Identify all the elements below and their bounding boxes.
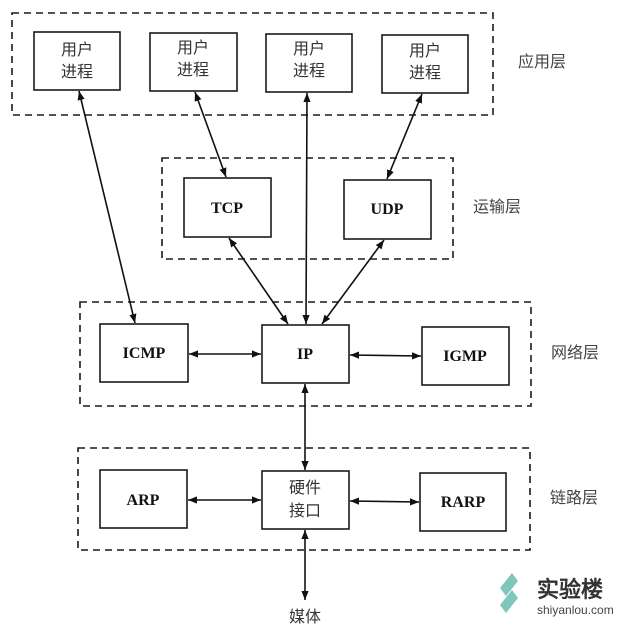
node-tcp[interactable]: TCP bbox=[183, 177, 272, 238]
layer-label-link: 链路层 bbox=[550, 488, 598, 507]
node-label-line1: 用户 bbox=[61, 40, 93, 59]
node-label-line1: 用户 bbox=[177, 38, 209, 57]
layer-label-application: 应用层 bbox=[518, 52, 566, 71]
node-hardware-interface[interactable]: 硬件 接口 bbox=[261, 470, 350, 530]
node-label: ICMP bbox=[123, 345, 166, 362]
shiyanlou-watermark: 实验楼 shiyanlou.com bbox=[500, 573, 614, 617]
node-rarp[interactable]: RARP bbox=[419, 472, 507, 532]
node-icmp[interactable]: ICMP bbox=[99, 323, 189, 383]
node-igmp[interactable]: IGMP bbox=[421, 326, 510, 386]
node-arp[interactable]: ARP bbox=[99, 469, 188, 529]
node-label: UDP bbox=[371, 201, 404, 218]
edge-udp-ip bbox=[321, 239, 385, 325]
edge-user4-udp bbox=[386, 93, 423, 180]
edge-tcp-ip bbox=[228, 237, 289, 325]
node-label: RARP bbox=[441, 494, 486, 511]
node-user-process-3[interactable]: 用户 进程 bbox=[265, 33, 353, 93]
layer-label-network: 网络层 bbox=[551, 343, 599, 362]
node-udp[interactable]: UDP bbox=[343, 179, 432, 240]
shiyanlou-logo-icon bbox=[500, 573, 518, 613]
watermark-brand: 实验楼 bbox=[537, 577, 603, 603]
node-label-line2: 进程 bbox=[409, 63, 441, 82]
node-label-line1: 硬件 bbox=[289, 478, 321, 497]
node-label-line2: 进程 bbox=[177, 60, 209, 79]
edge-user2-tcp bbox=[194, 91, 227, 178]
node-label-line1: 用户 bbox=[293, 39, 325, 58]
node-label: IGMP bbox=[443, 348, 487, 365]
edge-user1-icmp bbox=[77, 90, 137, 324]
node-user-process-2[interactable]: 用户 进程 bbox=[149, 32, 238, 92]
node-label: ARP bbox=[127, 492, 160, 509]
node-label: IP bbox=[297, 346, 313, 363]
edges bbox=[77, 90, 423, 600]
edge-hw-rarp bbox=[349, 497, 420, 506]
edge-ip-igmp bbox=[349, 351, 422, 360]
node-user-process-1[interactable]: 用户 进程 bbox=[33, 31, 121, 91]
node-label-line2: 接口 bbox=[289, 501, 321, 520]
node-label: TCP bbox=[211, 200, 243, 217]
node-label-line2: 进程 bbox=[61, 62, 93, 81]
node-label-line2: 进程 bbox=[293, 61, 325, 80]
edge-user3-ip bbox=[302, 92, 311, 325]
node-media-label: 媒体 bbox=[289, 607, 321, 626]
watermark-url: shiyanlou.com bbox=[537, 603, 614, 617]
node-label-line1: 用户 bbox=[409, 41, 441, 60]
application-layer-frame bbox=[11, 12, 494, 116]
node-user-process-4[interactable]: 用户 进程 bbox=[381, 34, 469, 94]
layer-label-transport: 运输层 bbox=[473, 197, 521, 216]
node-ip[interactable]: IP bbox=[261, 324, 350, 384]
